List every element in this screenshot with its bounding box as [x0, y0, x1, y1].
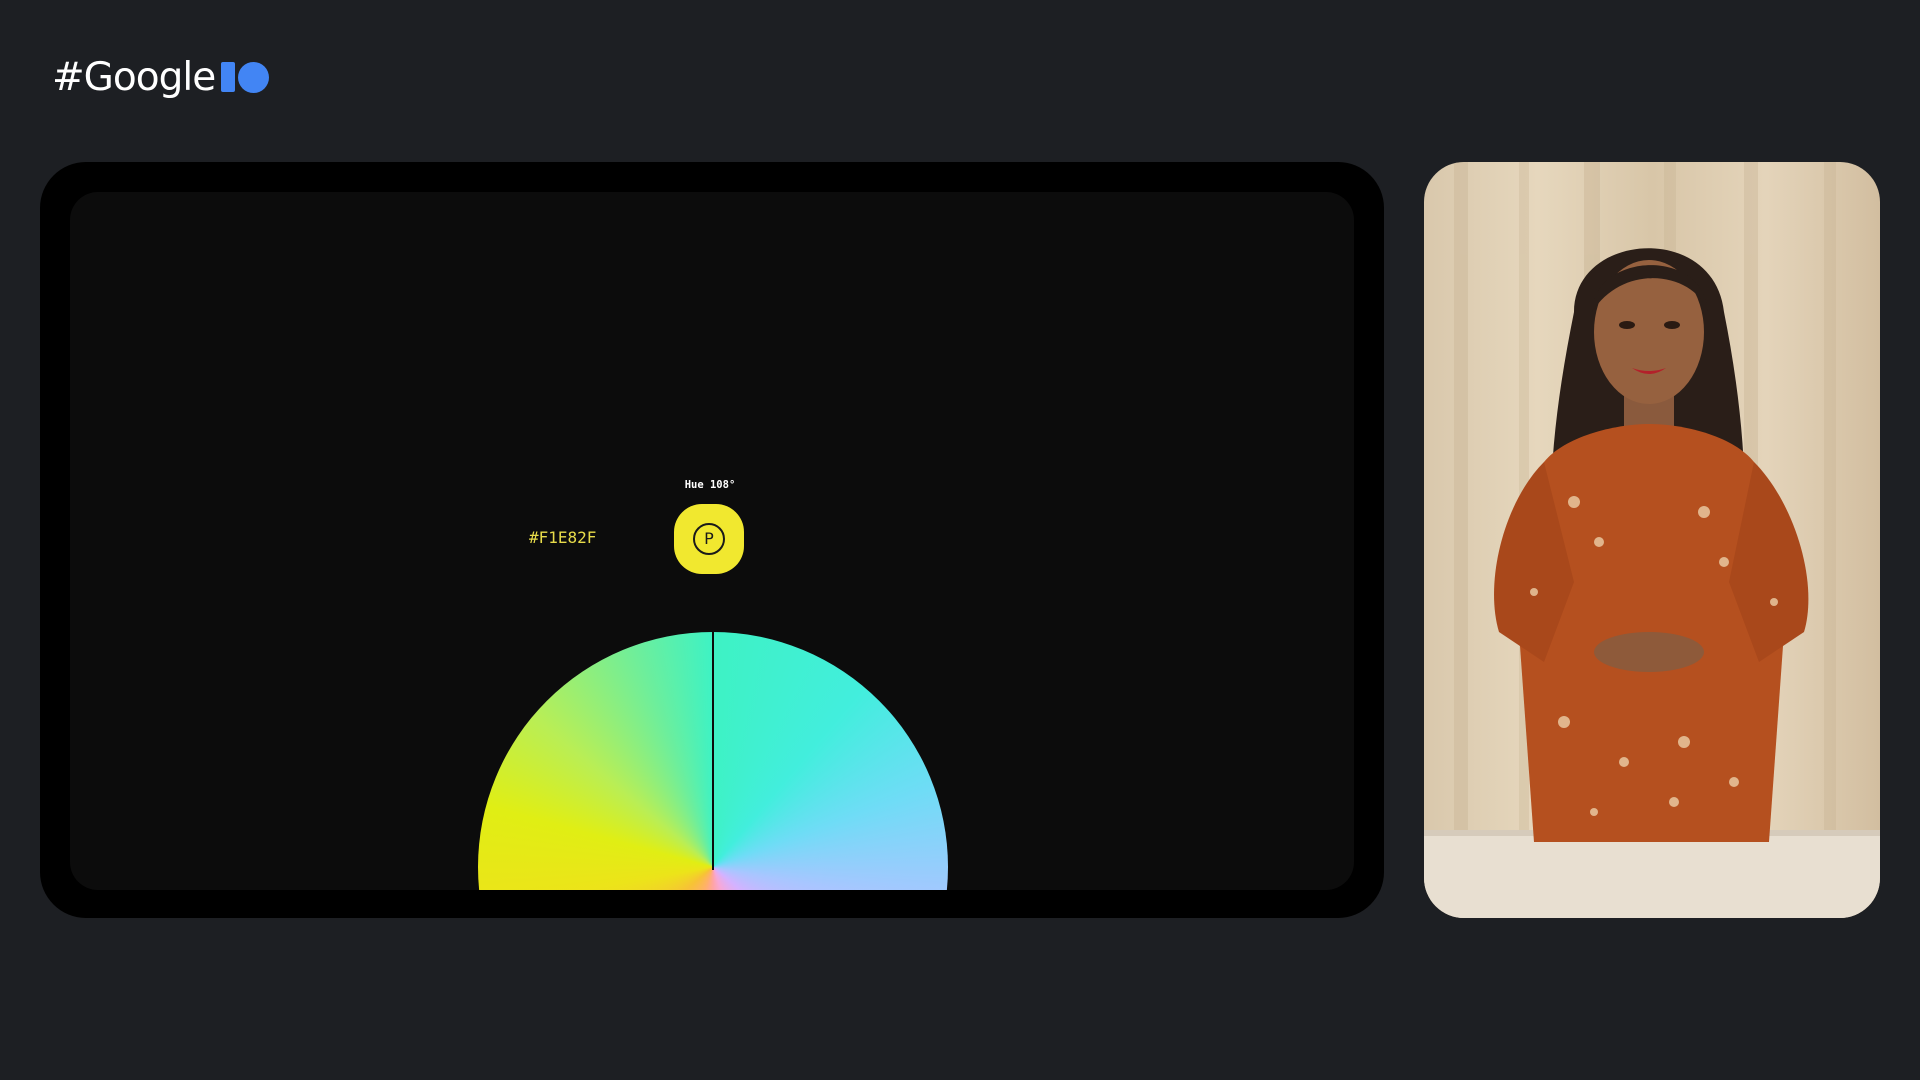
logo-text: #Google — [52, 54, 216, 100]
io-mark-icon — [221, 61, 270, 93]
presenter-video-panel — [1424, 162, 1880, 918]
swatch-letter: P — [693, 523, 725, 555]
device-screen: Hue 108° #F1E82F P — [70, 192, 1354, 890]
device-frame: Hue 108° #F1E82F P — [40, 162, 1384, 918]
io-dot-shape — [238, 61, 270, 93]
color-swatch-button[interactable]: P — [674, 504, 744, 574]
presenter-illustration — [1424, 162, 1880, 918]
io-bar-shape — [221, 62, 236, 92]
hue-needle-indicator[interactable] — [712, 632, 714, 870]
google-io-logo: #Google — [52, 52, 270, 102]
hex-color-label: #F1E82F — [529, 528, 597, 547]
hue-label: Hue 108° — [684, 479, 736, 491]
hue-dial[interactable] — [478, 632, 948, 890]
